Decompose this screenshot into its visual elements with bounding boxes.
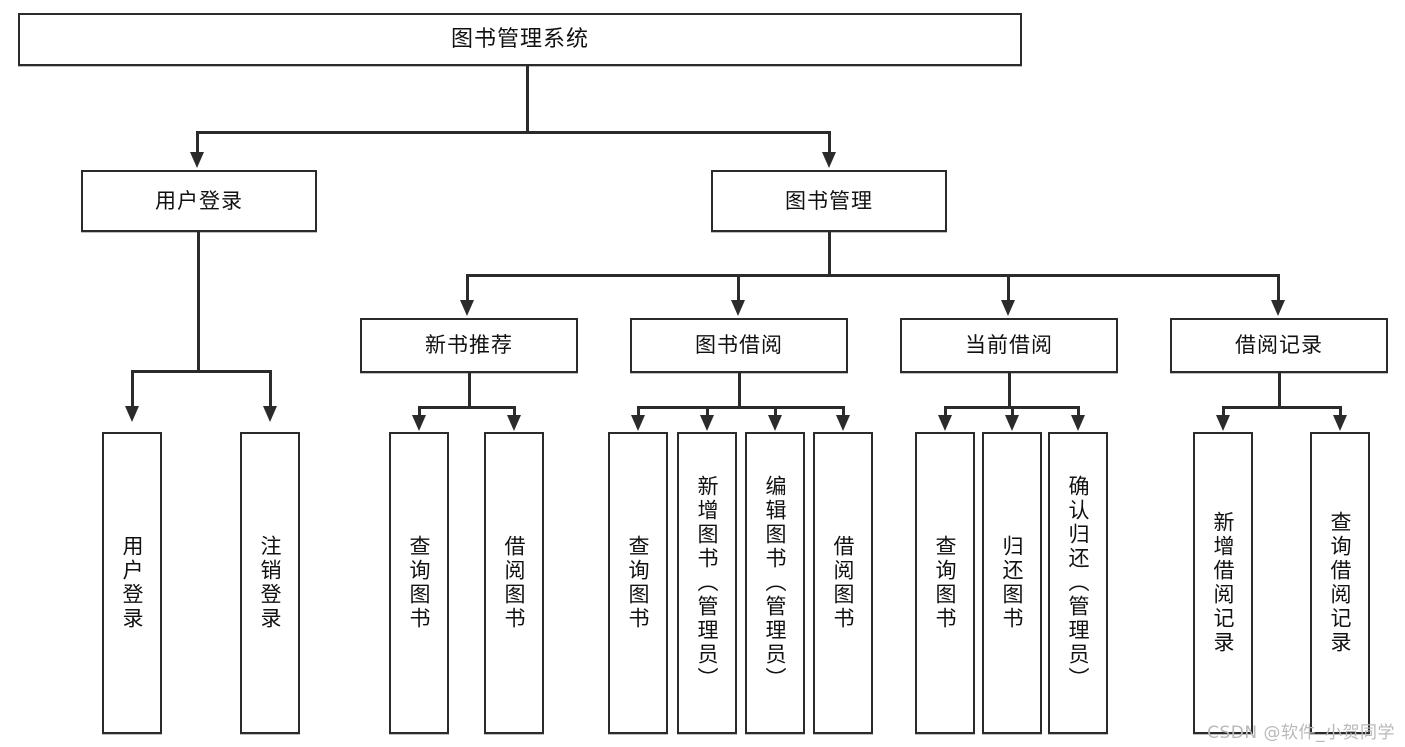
connector-current-borrow-stem [1008,373,1011,408]
node-leaf-edit-book-admin: 编辑图书（管理员） [745,432,805,734]
connector-borrow-record-drop-1 [1222,406,1225,416]
node-leaf-query-borrow-record: 查询借阅记录 [1310,432,1370,734]
node-leaf-edit-book-admin-label: 编辑图书（管理员） [763,475,788,691]
node-leaf-query-book-2: 查询图书 [608,432,668,734]
connector-current-borrow-drop-1 [944,406,947,416]
connector-book-borrow-drop-3 [774,406,777,416]
connector-borrow-record-drop-2 [1339,406,1342,416]
connector-root-bus [196,131,830,134]
connector-new-book-drop-2 [513,406,516,416]
node-leaf-query-borrow-record-label: 查询借阅记录 [1328,511,1353,655]
node-borrow-record: 借阅记录 [1170,318,1388,373]
node-book-management-label: 图书管理 [785,188,873,213]
connector-user-login-drop-2 [269,370,272,407]
node-leaf-confirm-return-admin-label: 确认归还（管理员） [1066,475,1091,691]
node-root-system: 图书管理系统 [18,13,1022,66]
node-leaf-borrow-book-1-label: 借阅图书 [502,535,527,631]
connector-book-borrow-stem [738,373,741,408]
arrowhead-current-borrow-leaf-3 [1071,415,1085,431]
connector-book-management-bus [466,274,1280,277]
node-leaf-add-book-admin-label: 新增图书（管理员） [695,475,720,691]
arrowhead-bm-current-borrow [1001,300,1015,316]
node-leaf-query-book-1: 查询图书 [389,432,449,734]
node-new-book-recommend: 新书推荐 [360,318,578,373]
connector-book-borrow-drop-2 [706,406,709,416]
node-leaf-add-book-admin: 新增图书（管理员） [677,432,737,734]
node-leaf-return-book-label: 归还图书 [1000,535,1025,631]
node-borrow-record-label: 借阅记录 [1235,333,1323,358]
node-leaf-user-login: 用户登录 [102,432,162,734]
arrowhead-user-login-leaf-1 [125,406,139,422]
node-root-system-label: 图书管理系统 [450,26,589,52]
node-new-book-recommend-label: 新书推荐 [425,333,513,358]
arrowhead-borrow-record-leaf-2 [1333,415,1347,431]
node-leaf-user-logout-label: 注销登录 [258,535,283,631]
arrowhead-new-book-leaf-1 [412,415,426,431]
node-current-borrow: 当前借阅 [900,318,1118,373]
csdn-watermark: CSDN @软件_小贺同学 [1207,723,1395,743]
node-leaf-add-borrow-record-label: 新增借阅记录 [1211,511,1236,655]
node-leaf-query-book-2-label: 查询图书 [626,535,651,631]
arrowhead-root-to-user-login [190,152,204,168]
connector-current-borrow-drop-2 [1011,406,1014,416]
connector-user-login-drop-1 [131,370,134,407]
connector-user-login-stem [197,232,200,372]
connector-new-book-bus [418,406,516,409]
connector-book-borrow-bus [637,406,843,409]
connector-root-stem [526,66,529,132]
node-leaf-confirm-return-admin: 确认归还（管理员） [1048,432,1108,734]
node-leaf-user-login-label: 用户登录 [120,535,145,631]
connector-root-to-user-login [196,131,199,153]
node-leaf-query-book-3-label: 查询图书 [933,535,958,631]
connector-new-book-drop-1 [418,406,421,416]
node-leaf-query-book-1-label: 查询图书 [407,535,432,631]
connector-bm-drop-borrow-record [1277,274,1280,301]
node-user-login-label: 用户登录 [155,188,243,213]
arrowhead-book-borrow-leaf-4 [836,415,850,431]
connector-book-borrow-drop-4 [842,406,845,416]
connector-borrow-record-bus [1222,406,1339,409]
connector-current-borrow-drop-3 [1077,406,1080,416]
arrowhead-bm-book-borrow [731,300,745,316]
node-leaf-borrow-book-2-label: 借阅图书 [831,535,856,631]
arrowhead-book-borrow-leaf-2 [700,415,714,431]
arrowhead-current-borrow-leaf-2 [1005,415,1019,431]
node-book-management: 图书管理 [711,170,947,232]
connector-book-management-stem [828,232,831,276]
arrowhead-new-book-leaf-2 [507,415,521,431]
arrowhead-root-to-book-management [822,152,836,168]
arrowhead-user-login-leaf-2 [263,406,277,422]
arrowhead-current-borrow-leaf-1 [938,415,952,431]
connector-bm-drop-current-borrow [1007,274,1010,301]
arrowhead-bm-new-book [460,300,474,316]
node-leaf-add-borrow-record: 新增借阅记录 [1193,432,1253,734]
connector-bm-drop-new-book [466,274,469,301]
connector-book-borrow-drop-1 [637,406,640,416]
connector-borrow-record-stem [1278,373,1281,408]
arrowhead-bm-borrow-record [1271,300,1285,316]
node-leaf-borrow-book-1: 借阅图书 [484,432,544,734]
connector-new-book-stem [468,373,471,408]
node-book-borrow: 图书借阅 [630,318,848,373]
node-user-login: 用户登录 [81,170,317,232]
node-book-borrow-label: 图书借阅 [695,333,783,358]
connector-user-login-bus [131,370,269,373]
arrowhead-book-borrow-leaf-3 [768,415,782,431]
node-leaf-query-book-3: 查询图书 [915,432,975,734]
arrowhead-book-borrow-leaf-1 [631,415,645,431]
connector-root-to-book-management [828,131,831,153]
node-leaf-return-book: 归还图书 [982,432,1042,734]
connector-bm-drop-book-borrow [737,274,740,301]
arrowhead-borrow-record-leaf-1 [1216,415,1230,431]
node-current-borrow-label: 当前借阅 [965,333,1053,358]
node-leaf-user-logout: 注销登录 [240,432,300,734]
node-leaf-borrow-book-2: 借阅图书 [813,432,873,734]
